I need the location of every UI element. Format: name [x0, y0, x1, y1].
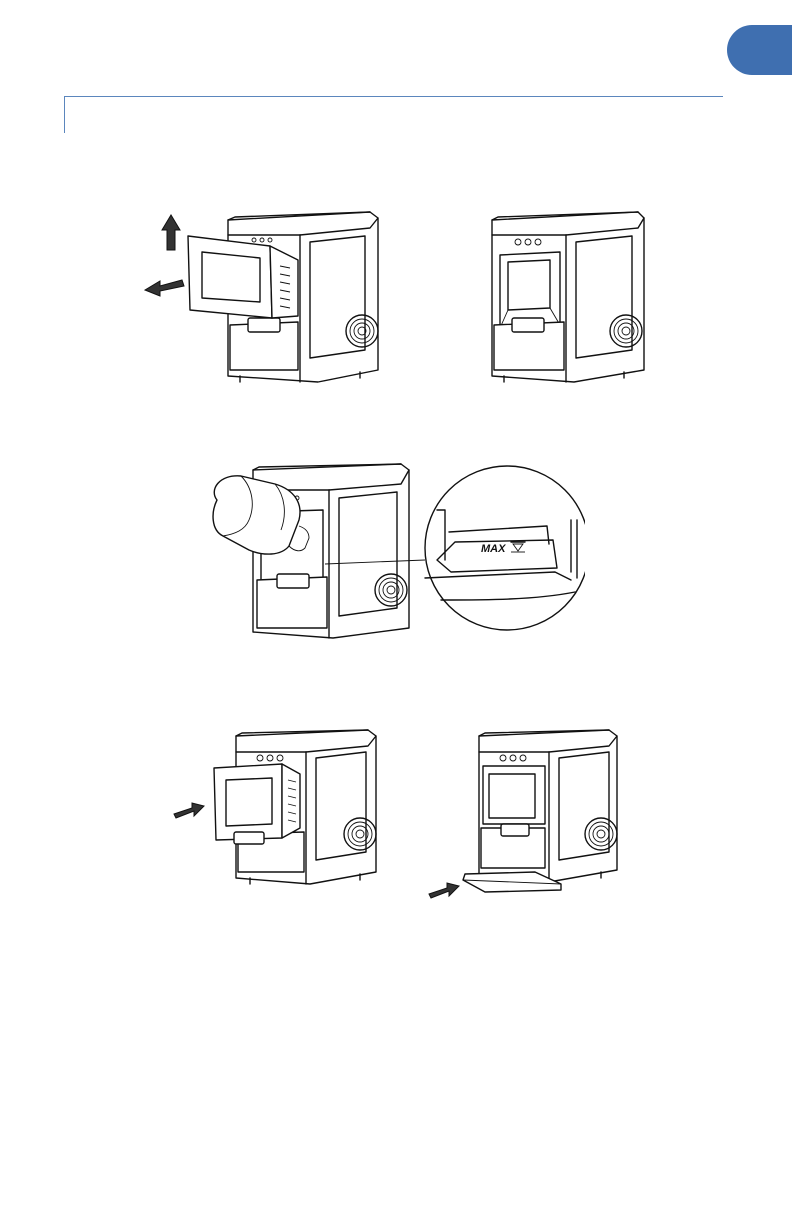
max-fill-line-inset: MAX — [425, 466, 585, 630]
arrow-left-icon — [145, 280, 184, 296]
figure-fill-water: MAX — [205, 460, 585, 640]
header-rule — [64, 96, 723, 133]
figure-remove-basket — [140, 200, 390, 390]
figure-insert-basket — [170, 722, 385, 887]
ice-maker-closed-icon — [479, 730, 617, 882]
ice-basket-sliding — [214, 764, 300, 844]
ice-maker-open-icon — [492, 212, 644, 382]
arrow-right-icon — [174, 803, 204, 818]
figure-attach-tray — [425, 722, 625, 907]
section-tab-badge — [727, 25, 792, 75]
arrow-up-icon — [162, 215, 180, 250]
figure-basket-out — [488, 200, 658, 390]
arrow-right-icon — [429, 883, 459, 898]
max-label: MAX — [481, 543, 506, 555]
